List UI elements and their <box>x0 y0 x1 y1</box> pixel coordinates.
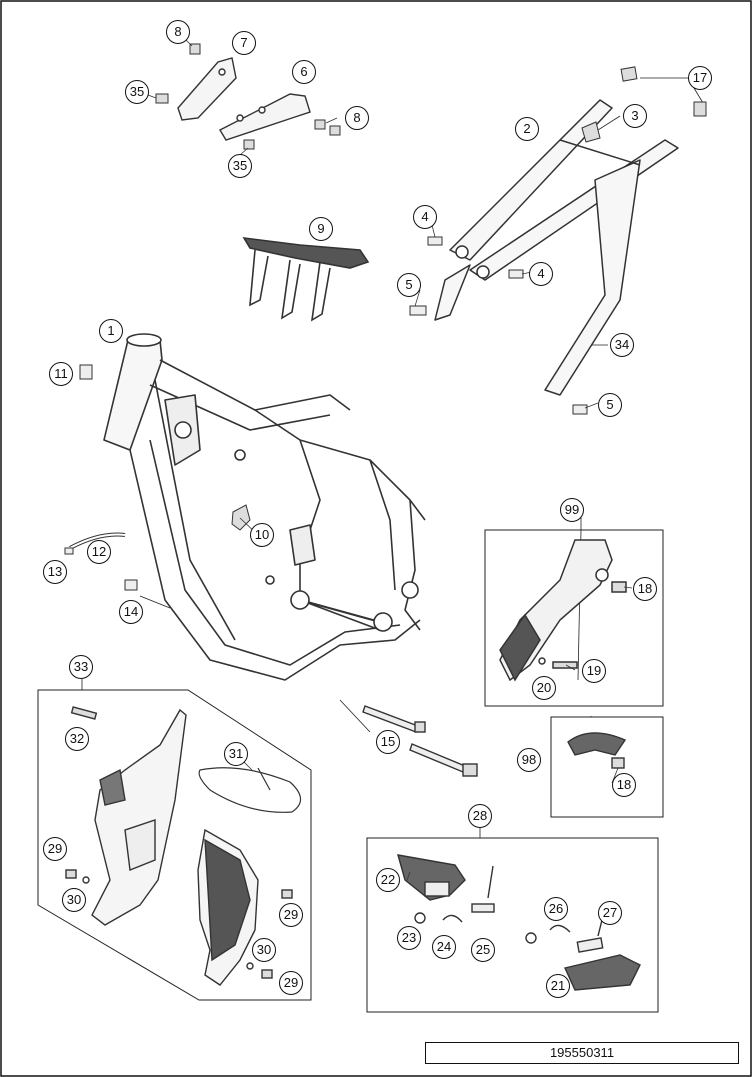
callout-26-spring-right[interactable]: 26 <box>544 897 568 921</box>
footpeg-drawing <box>397 854 641 991</box>
callout-11-fitting[interactable]: 11 <box>49 362 73 386</box>
callout-20-washer[interactable]: 20 <box>532 676 556 700</box>
callout-15-pivot-bolt[interactable]: 15 <box>376 730 400 754</box>
callout-29-screw-right-top[interactable]: 29 <box>279 903 303 927</box>
cable-guide-drawing <box>231 504 251 531</box>
callout-32-screw[interactable]: 32 <box>65 727 89 751</box>
callout-14-nut[interactable]: 14 <box>119 600 143 624</box>
callout-6-engine-brace[interactable]: 6 <box>292 60 316 84</box>
callout-21-footpeg-right[interactable]: 21 <box>546 974 570 998</box>
pivot-bolt-drawing <box>362 705 478 777</box>
callout-1-frame[interactable]: 1 <box>99 319 123 343</box>
callout-5-screw-lower[interactable]: 5 <box>598 393 622 417</box>
callout-4-screw-right[interactable]: 4 <box>529 262 553 286</box>
group-box-99 <box>484 529 664 707</box>
callout-7-engine-brace[interactable]: 7 <box>232 31 256 55</box>
callout-27-cotter-pin[interactable]: 27 <box>598 901 622 925</box>
callout-24-spring-left[interactable]: 24 <box>432 935 456 959</box>
callout-35-screw-bottom[interactable]: 35 <box>228 154 252 178</box>
engine-brace-drawing <box>177 57 311 141</box>
document-number: 195550311 <box>549 1045 615 1060</box>
callout-12-hose[interactable]: 12 <box>87 540 111 564</box>
callout-23-washer[interactable]: 23 <box>397 926 421 950</box>
skid-plate-drawing <box>242 237 370 322</box>
screw-drawings <box>64 236 588 591</box>
brake-pedal-drawing <box>499 539 627 682</box>
callout-17-clip-nut[interactable]: 17 <box>688 66 712 90</box>
callout-8-bolt-top[interactable]: 8 <box>166 20 190 44</box>
frame-protector-drawing <box>65 706 293 986</box>
small-bolts-drawing <box>155 43 341 150</box>
callout-35-screw-top[interactable]: 35 <box>125 80 149 104</box>
callout-28-footpeg-set[interactable]: 28 <box>468 804 492 828</box>
callout-31-cable-tie[interactable]: 31 <box>224 742 248 766</box>
callout-25-pin[interactable]: 25 <box>471 938 495 962</box>
callout-18-tip-screw[interactable]: 18 <box>612 773 636 797</box>
callout-29-screw-right-bottom[interactable]: 29 <box>279 971 303 995</box>
callout-99-brake-pedal[interactable]: 99 <box>560 498 584 522</box>
callout-19-pedal-bolt[interactable]: 19 <box>582 659 606 683</box>
clip-nut-drawing-b <box>693 101 707 117</box>
subframe-drawing <box>434 99 679 396</box>
callout-30-washer-left[interactable]: 30 <box>62 888 86 912</box>
document-number-box: 195550311 <box>425 1042 739 1064</box>
main-frame-drawing <box>103 333 426 681</box>
pedal-tip-drawing <box>567 732 627 769</box>
callout-10-cable-guide[interactable]: 10 <box>250 523 274 547</box>
callout-5-screw-left[interactable]: 5 <box>397 273 421 297</box>
callout-33-frame-protector-set[interactable]: 33 <box>69 655 93 679</box>
callout-13-clamp[interactable]: 13 <box>43 560 67 584</box>
callout-18-pedal-screw[interactable]: 18 <box>633 577 657 601</box>
callout-22-footpeg-left[interactable]: 22 <box>376 868 400 892</box>
callout-34-grommet[interactable]: 34 <box>610 333 634 357</box>
callout-98-pedal-tip[interactable]: 98 <box>517 748 541 772</box>
cable-tie-drawing <box>198 767 302 813</box>
callout-30-washer-right[interactable]: 30 <box>252 938 276 962</box>
callout-2-subframe[interactable]: 2 <box>515 117 539 141</box>
callout-29-screw-left[interactable]: 29 <box>43 837 67 861</box>
group-box-28 <box>366 837 659 1013</box>
clip-nut-drawing-a <box>620 66 638 82</box>
callout-3-bracket[interactable]: 3 <box>623 104 647 128</box>
bracket-drawing <box>581 121 601 143</box>
group-box-33 <box>37 689 312 1001</box>
callout-9-skid-plate[interactable]: 9 <box>309 217 333 241</box>
callout-8-bolt-right[interactable]: 8 <box>345 106 369 130</box>
callout-4-screw-left[interactable]: 4 <box>413 205 437 229</box>
group-box-98 <box>550 716 664 818</box>
